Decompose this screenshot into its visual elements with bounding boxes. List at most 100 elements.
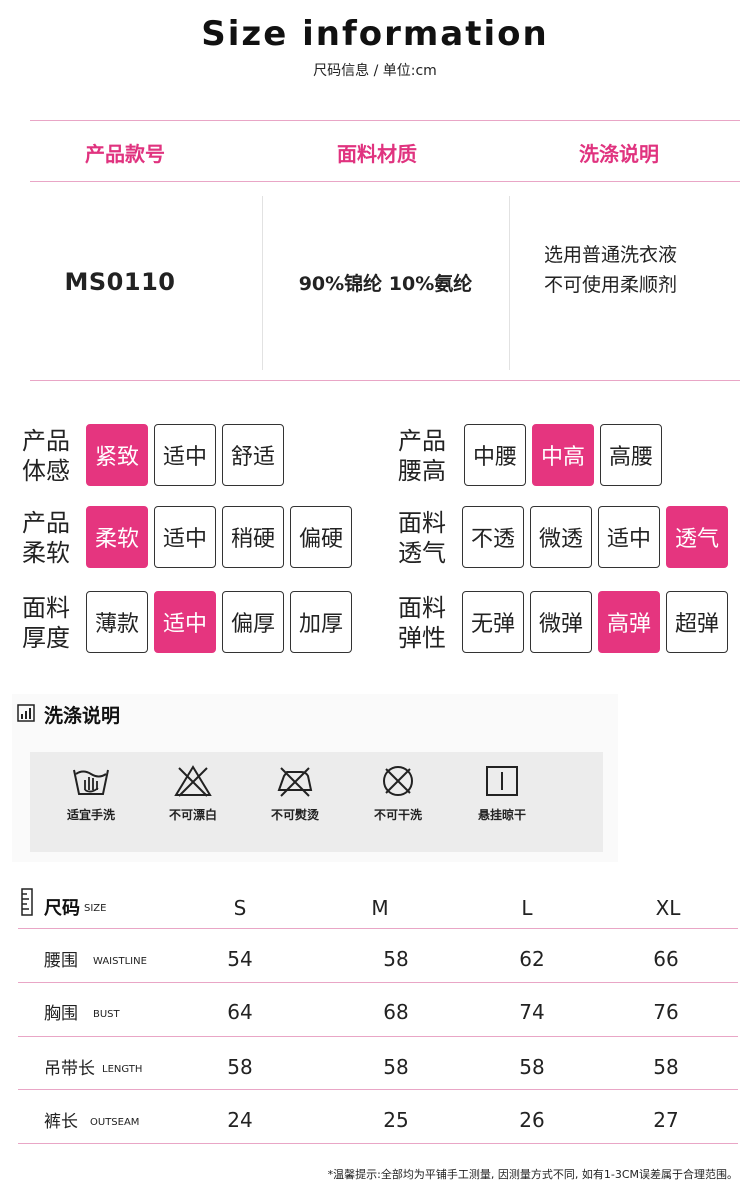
care-label: 适宜手洗 <box>66 808 115 822</box>
size-value: 24 <box>227 1108 253 1132</box>
attribute-option: 无弹 <box>462 591 524 653</box>
attribute-label: 面料弹性 <box>398 593 446 653</box>
header-model: 产品款号 <box>85 142 165 166</box>
size-value: 58 <box>519 1055 545 1079</box>
attribute-option: 高腰 <box>600 424 662 486</box>
size-value: 58 <box>227 1055 253 1079</box>
page-subtitle: 尺码信息 / 单位:cm <box>313 63 437 79</box>
size-value: 26 <box>519 1108 545 1132</box>
attribute-option: 微透 <box>530 506 592 568</box>
size-row-label-en: OUTSEAM <box>90 1117 140 1128</box>
size-label: 尺码 <box>44 898 80 919</box>
page-title: Size information <box>201 14 549 54</box>
attribute-option: 适中 <box>154 591 216 653</box>
attribute-option: 舒适 <box>222 424 284 486</box>
size-value: 68 <box>383 1000 409 1024</box>
attribute-label-line: 腰高 <box>398 457 446 485</box>
divider <box>30 120 740 121</box>
size-column-header: XL <box>655 896 681 920</box>
attribute-label: 面料厚度 <box>22 593 70 653</box>
attribute-option: 透气 <box>666 506 728 568</box>
size-row-label: 裤长 <box>44 1112 78 1132</box>
attribute-label: 产品柔软 <box>22 508 70 568</box>
divider <box>30 181 740 182</box>
attribute-option: 薄款 <box>86 591 148 653</box>
attribute-label-line: 厚度 <box>22 624 70 652</box>
attribute-option: 柔软 <box>86 506 148 568</box>
column-divider <box>262 196 263 370</box>
wash-note-line: 不可使用柔顺剂 <box>544 274 678 296</box>
care-item: 悬挂晾干 <box>452 764 552 823</box>
size-value: 74 <box>519 1000 545 1024</box>
footnote: *温馨提示:全部均为平铺手工测量, 因测量方式不同, 如有1-3CM误差属于合理… <box>327 1168 738 1181</box>
attribute-label-line: 产品 <box>22 427 70 455</box>
size-value: 62 <box>519 947 545 971</box>
size-row-label: 吊带长 <box>44 1059 95 1079</box>
attribute-option: 稍硬 <box>222 506 284 568</box>
care-icons-panel <box>30 752 603 852</box>
attribute-label-line: 产品 <box>22 509 70 537</box>
size-value: 76 <box>653 1000 679 1024</box>
size-value: 64 <box>227 1000 253 1024</box>
care-title: 洗涤说明 <box>44 705 121 727</box>
size-row-label-en: BUST <box>93 1009 120 1020</box>
attribute-option: 中腰 <box>464 424 526 486</box>
attribute-label-line: 产品 <box>398 427 446 455</box>
size-column-header: S <box>233 896 247 920</box>
attribute-label-line: 弹性 <box>398 624 446 652</box>
size-value: 25 <box>383 1108 409 1132</box>
attribute-option: 偏硬 <box>290 506 352 568</box>
care-label: 悬挂晾干 <box>477 808 526 822</box>
bar-chart-icon <box>17 704 35 722</box>
attribute-label-line: 透气 <box>398 539 446 567</box>
size-value: 54 <box>227 947 253 971</box>
ruler-icon <box>21 888 33 916</box>
hang-dry-icon <box>486 766 518 796</box>
attribute-option: 不透 <box>462 506 524 568</box>
attribute-option: 偏厚 <box>222 591 284 653</box>
attribute-label: 产品体感 <box>22 426 70 486</box>
size-value: 58 <box>383 947 409 971</box>
row-divider <box>18 1143 738 1144</box>
care-label: 不可干洗 <box>373 808 422 822</box>
size-row-label-en: LENGTH <box>102 1064 143 1075</box>
row-divider <box>18 1089 738 1090</box>
size-row-label: 腰围 <box>44 951 78 971</box>
attribute-label-line: 面料 <box>398 594 446 622</box>
size-row-label-en: WAISTLINE <box>93 956 147 967</box>
attribute-option: 适中 <box>598 506 660 568</box>
no-iron-icon <box>277 767 313 797</box>
attribute-option: 适中 <box>154 506 216 568</box>
column-divider <box>509 196 510 370</box>
divider <box>30 380 740 381</box>
care-label: 不可漂白 <box>168 808 217 822</box>
no-dry-clean-icon <box>383 766 413 796</box>
size-row-label: 胸围 <box>44 1004 78 1024</box>
row-divider <box>18 1036 738 1037</box>
size-value: 66 <box>653 947 679 971</box>
attribute-option: 中高 <box>532 424 594 486</box>
row-divider <box>18 982 738 983</box>
size-label-en: SIZE <box>84 903 107 914</box>
size-value: 27 <box>653 1108 679 1132</box>
attribute-label: 面料透气 <box>398 508 446 568</box>
care-item: 不可干洗 <box>348 764 448 823</box>
header-wash: 洗涤说明 <box>579 142 659 166</box>
size-value: 58 <box>653 1055 679 1079</box>
wash-note-line: 选用普通洗衣液 <box>544 244 678 266</box>
attribute-option: 高弹 <box>598 591 660 653</box>
model-number: MS0110 <box>64 268 176 296</box>
attribute-option: 超弹 <box>666 591 728 653</box>
attribute-label: 产品腰高 <box>398 426 446 486</box>
care-item: 不可熨烫 <box>245 764 345 823</box>
size-column-header: L <box>521 896 533 920</box>
attribute-option: 微弹 <box>530 591 592 653</box>
care-item: 适宜手洗 <box>41 764 141 823</box>
care-label: 不可熨烫 <box>270 808 319 822</box>
attribute-option: 适中 <box>154 424 216 486</box>
attribute-label-line: 面料 <box>22 594 70 622</box>
hand-wash-icon <box>73 769 109 795</box>
no-bleach-icon <box>174 765 212 797</box>
row-divider <box>18 928 738 929</box>
header-fabric: 面料材质 <box>337 142 417 166</box>
